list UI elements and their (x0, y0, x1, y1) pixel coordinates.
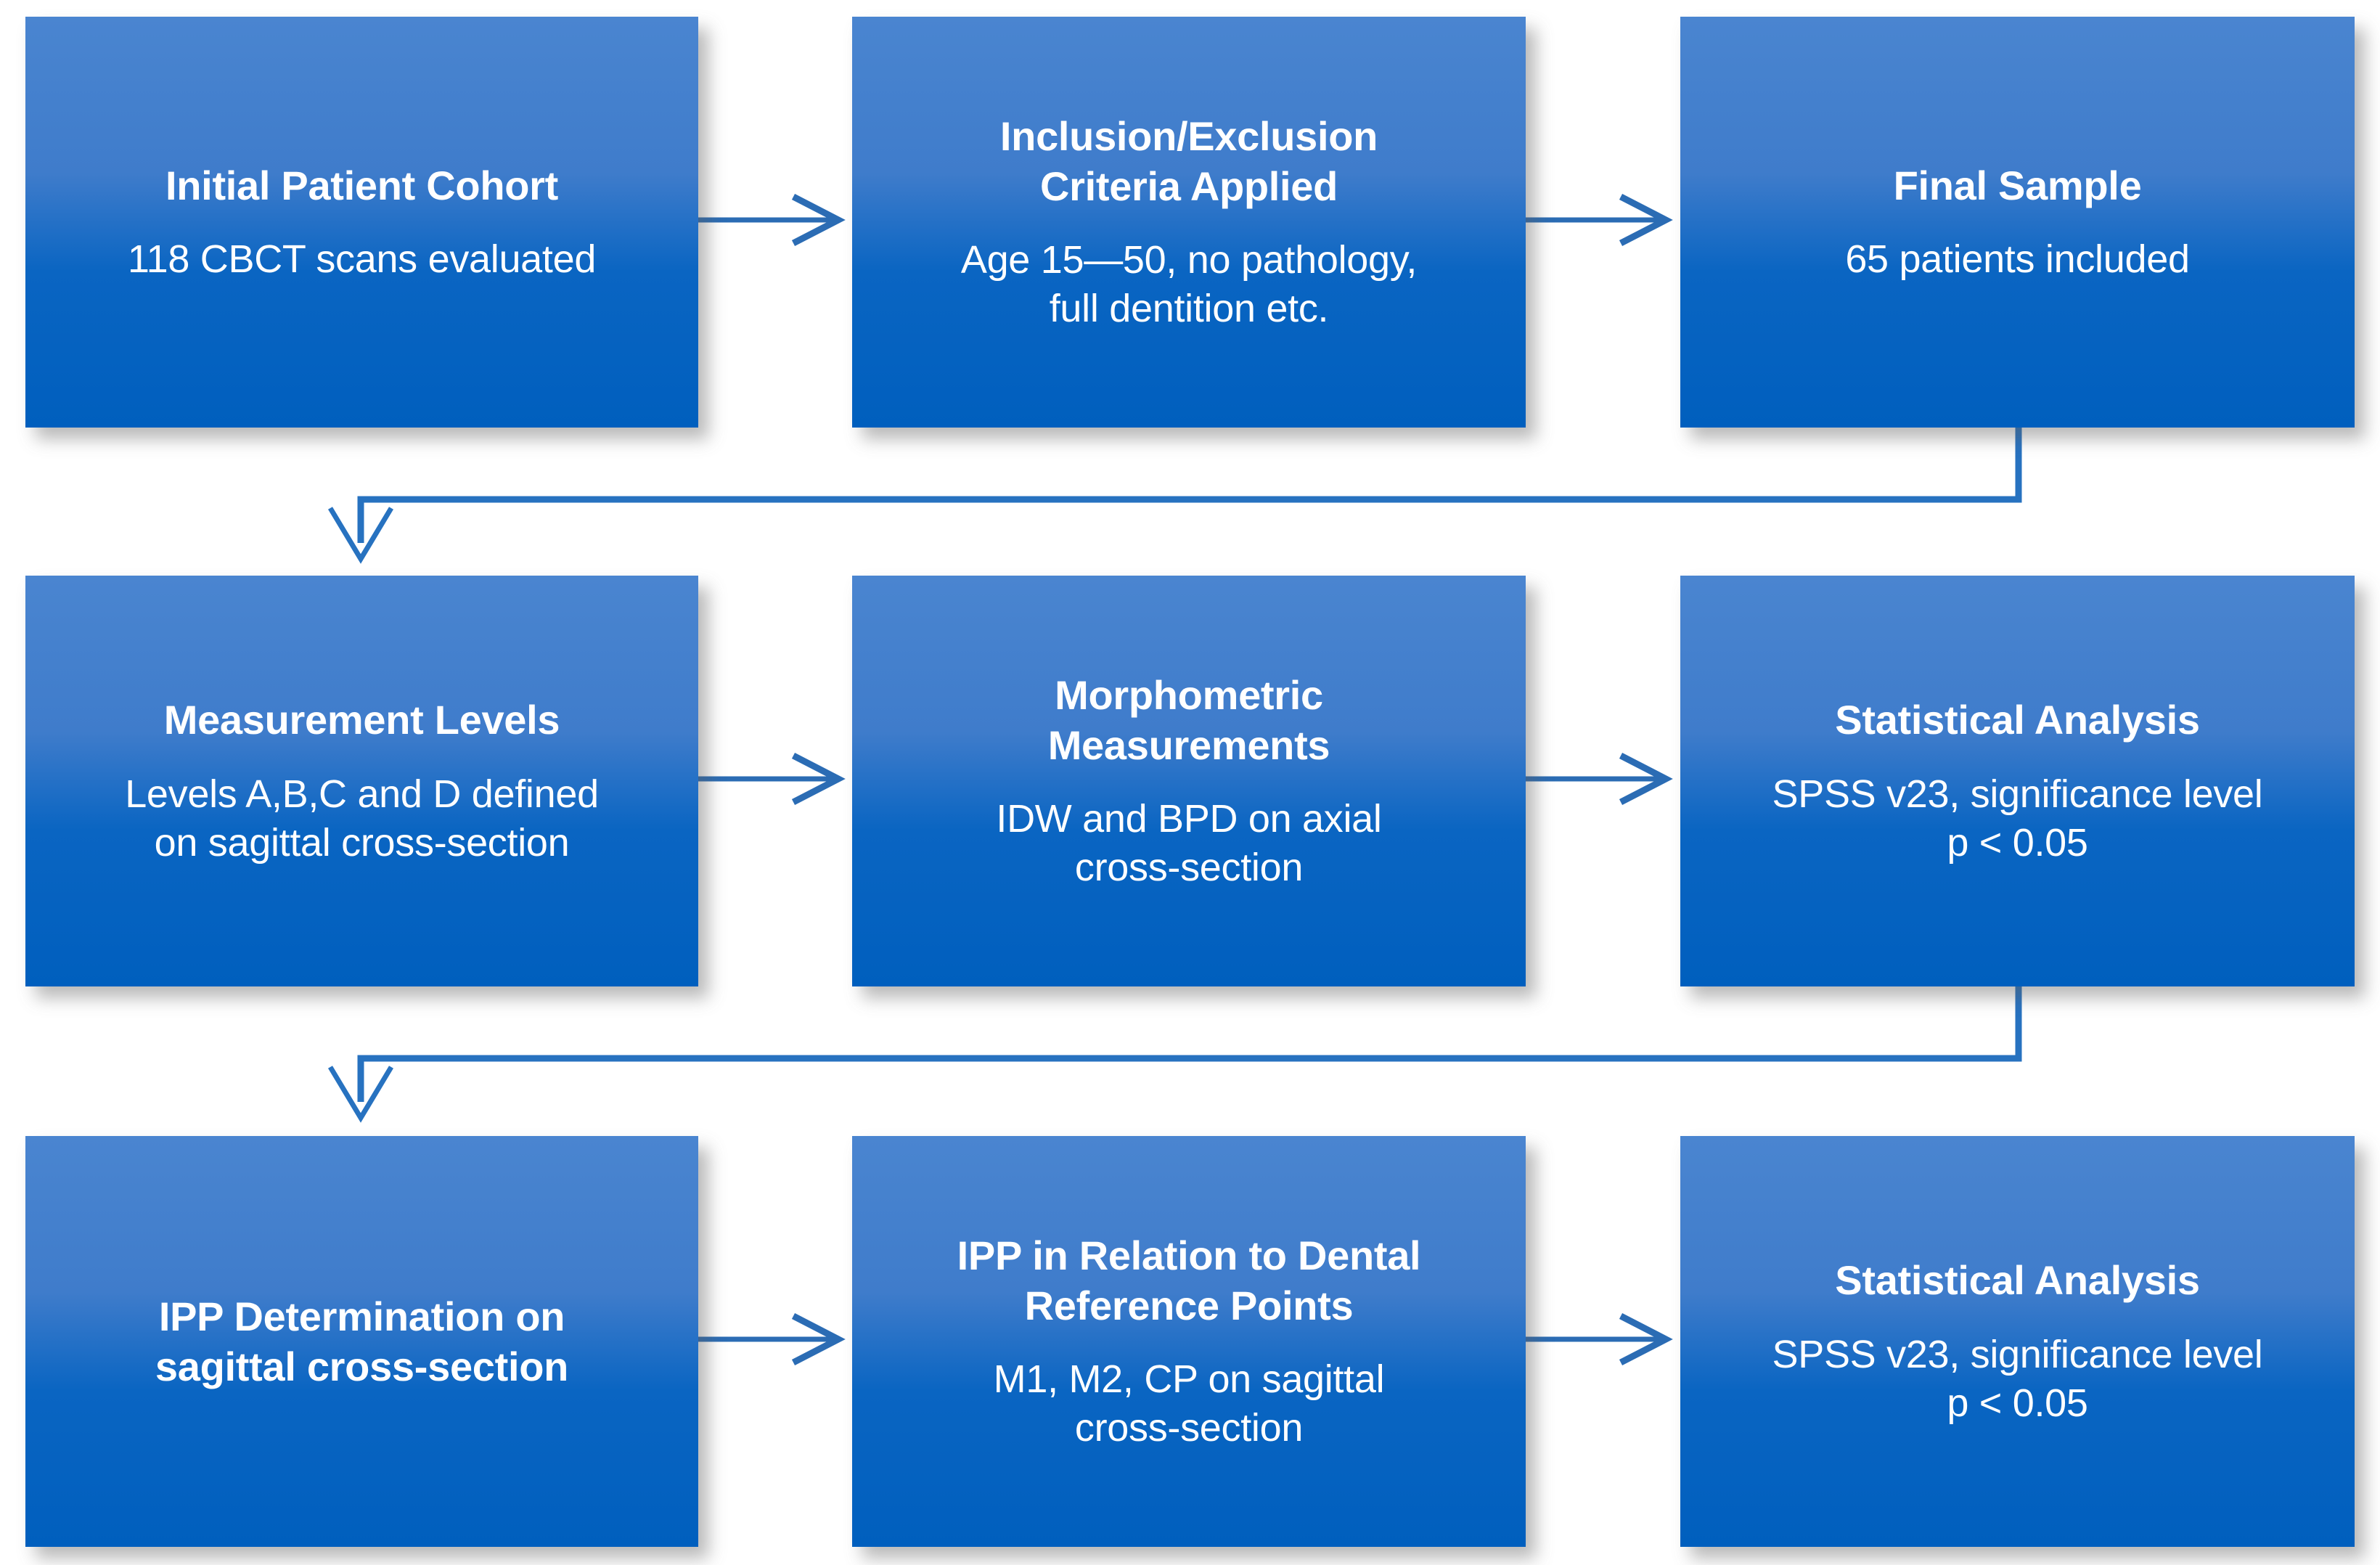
arrow-r1-c1-to-c2 (698, 194, 846, 246)
arrow-r1-c2-to-c3 (1526, 194, 1673, 246)
box-body: 118 CBCT scans evaluated (127, 237, 597, 282)
arrow-r3-c2-to-c3 (1526, 1313, 1673, 1365)
process-box-ipp-determination[interactable]: IPP Determination on sagittal cross-sect… (25, 1136, 698, 1547)
box-body: IDW and BPD on axial cross-section (996, 797, 1382, 890)
box-body: 65 patients included (1845, 237, 2190, 282)
arrow-r2-c2-to-c3 (1526, 753, 1673, 805)
process-box-ipp-dental-reference-points[interactable]: IPP in Relation to Dental Reference Poin… (852, 1136, 1526, 1547)
process-box-statistical-analysis-row2[interactable]: Statistical Analysis SPSS v23, significa… (1680, 576, 2355, 986)
process-box-initial-patient-cohort[interactable]: Initial Patient Cohort 118 CBCT scans ev… (25, 17, 698, 428)
box-title: Measurement Levels (163, 697, 560, 743)
box-title: Initial Patient Cohort (165, 162, 558, 208)
process-box-measurement-levels[interactable]: Measurement Levels Levels A,B,C and D de… (25, 576, 698, 986)
arrow-r3-c1-to-c2 (698, 1313, 846, 1365)
arrow-r2-c1-to-c2 (698, 753, 846, 805)
box-title: Inclusion/Exclusion Criteria Applied (999, 113, 1378, 210)
box-body: Age 15—50, no pathology, full dentition … (960, 238, 1418, 331)
arrow-r2-c3-to-r3-c1 (327, 986, 2022, 1123)
box-title: Morphometric Measurements (1047, 671, 1330, 769)
process-box-statistical-analysis-row3[interactable]: Statistical Analysis SPSS v23, significa… (1680, 1136, 2355, 1547)
box-title: Final Sample (1893, 162, 2142, 208)
box-body: Levels A,B,C and D defined on sagittal c… (125, 772, 599, 865)
box-title: Statistical Analysis (1835, 697, 2200, 743)
box-title: Statistical Analysis (1835, 1257, 2200, 1304)
box-title: IPP in Relation to Dental Reference Poin… (957, 1232, 1421, 1329)
arrow-r1-c3-to-r2-c1 (327, 428, 2022, 564)
box-body: SPSS v23, significance level p < 0.05 (1772, 772, 2263, 865)
process-box-morphometric-measurements[interactable]: Morphometric Measurements IDW and BPD on… (852, 576, 1526, 986)
box-body: M1, M2, CP on sagittal cross-section (993, 1357, 1385, 1450)
box-title: IPP Determination on sagittal cross-sect… (155, 1293, 569, 1389)
process-box-final-sample[interactable]: Final Sample 65 patients included (1680, 17, 2355, 428)
process-box-inclusion-exclusion-criteria[interactable]: Inclusion/Exclusion Criteria Applied Age… (852, 17, 1526, 428)
box-body: SPSS v23, significance level p < 0.05 (1772, 1332, 2263, 1425)
